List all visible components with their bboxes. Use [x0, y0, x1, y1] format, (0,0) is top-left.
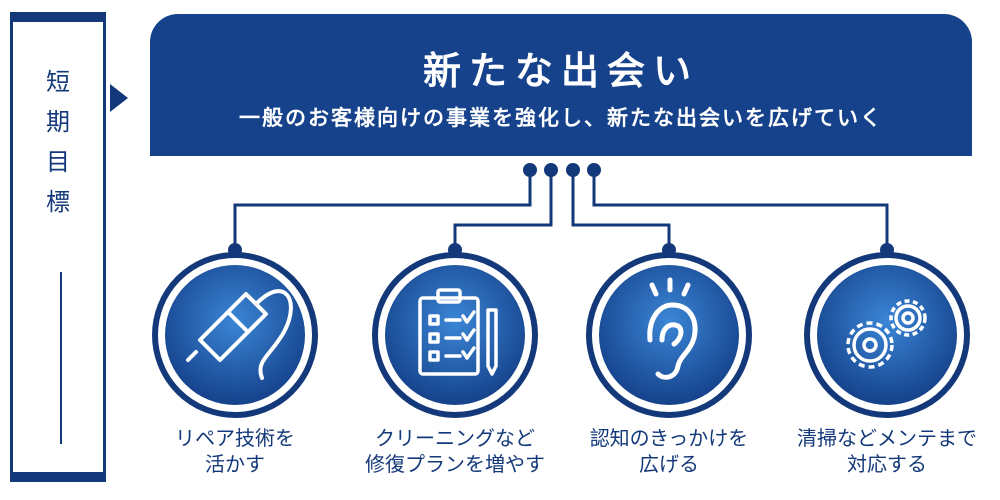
connector-dot — [587, 163, 601, 177]
label-line: 清掃などメンテまで — [797, 426, 977, 450]
label-line: リペア技術を — [175, 426, 295, 450]
connector-lines — [233, 170, 889, 250]
sidebar-title: 短 期 目 標 — [13, 62, 103, 222]
gears-icon — [804, 252, 970, 418]
sidebar-char: 目 — [46, 148, 70, 176]
connector-line — [571, 170, 671, 250]
item-label-repair: リペア技術を 活かす — [125, 425, 345, 477]
label-line: 活かす — [205, 452, 265, 476]
connector-dot — [544, 163, 558, 177]
item-label-cleaning: クリーニングなど 修復プランを増やす — [345, 425, 565, 477]
connector-dot — [523, 163, 537, 177]
connector-line — [453, 170, 553, 250]
sidebar-char: 期 — [46, 108, 70, 136]
sidebar-divider-line — [60, 272, 62, 444]
item-label-awareness: 認知のきっかけを 広げる — [559, 425, 779, 477]
label-line: 認知のきっかけを — [589, 426, 749, 450]
sidebar-char: 短 — [46, 68, 70, 96]
connector-line — [233, 170, 532, 250]
banner: 新たな出会い 一般のお客様向けの事業を強化し、新たな出会いを広げていく — [150, 14, 972, 156]
checklist-clipboard-icon — [372, 252, 538, 418]
banner-subtitle: 一般のお客様向けの事業を強化し、新たな出会いを広げていく — [239, 106, 883, 130]
label-line: 修復プランを増やす — [365, 452, 545, 476]
sidebar-panel: 短 期 目 標 — [10, 12, 106, 482]
connector-dot — [566, 163, 580, 177]
connector-line — [592, 170, 889, 250]
label-line: 広げる — [639, 452, 699, 476]
label-line: クリーニングなど — [375, 426, 535, 450]
soldering-iron-icon — [152, 252, 318, 418]
connector-dots — [228, 163, 894, 257]
pointer-arrow — [110, 84, 128, 112]
label-line: 対応する — [847, 452, 927, 476]
item-label-maintenance: 清掃などメンテまで 対応する — [777, 425, 997, 477]
sidebar-char: 標 — [46, 188, 70, 216]
ear-icon — [586, 252, 752, 418]
banner-title: 新たな出会い — [422, 49, 699, 93]
